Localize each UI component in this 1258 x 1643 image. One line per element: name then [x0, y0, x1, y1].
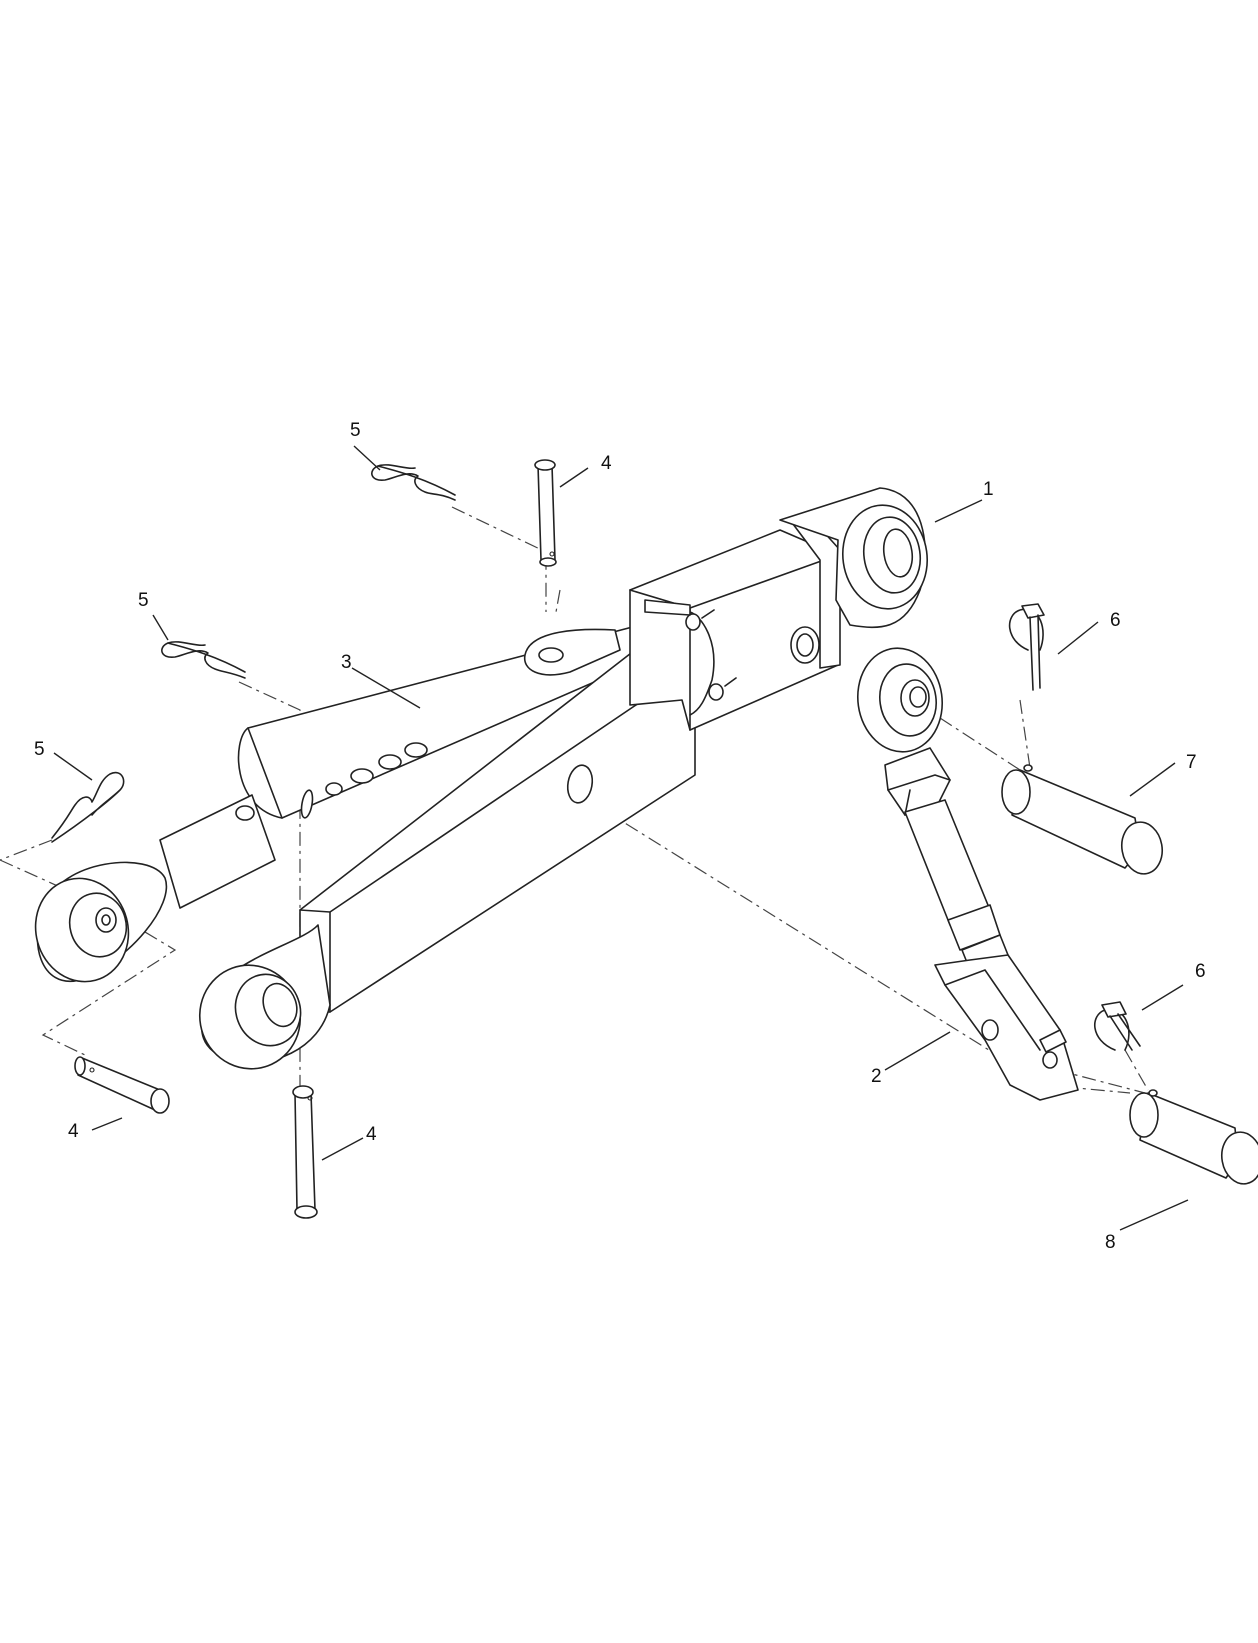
part-4-pin-bottom: [292, 1085, 318, 1219]
part-4-pin-top: [534, 459, 557, 567]
callout-labels: 1 2 3 4 4 4 5 5 5 6 6 7 8: [34, 420, 1206, 1253]
part-2-turnbuckle: [856, 647, 1079, 1101]
callout-7: 7: [1186, 752, 1197, 773]
callout-1: 1: [983, 479, 994, 500]
part-5-hairpin-middle: [161, 641, 246, 679]
callout-4-top: 4: [601, 453, 612, 474]
part-5-hairpin-left: [51, 771, 125, 843]
callout-5-middle: 5: [138, 590, 149, 611]
part-6-lynch-pin-a: [1008, 603, 1045, 691]
callout-3: 3: [341, 652, 352, 673]
leader-lines: [53, 445, 1189, 1231]
part-8-pin: [1129, 1089, 1258, 1185]
callout-6-bottom: 6: [1195, 961, 1206, 982]
part-1-head-bracket: [629, 487, 929, 731]
part-3-square-tube: [198, 628, 696, 1070]
part-6-lynch-pin-b: [1093, 1001, 1141, 1051]
callout-4-left: 4: [68, 1121, 79, 1142]
callout-4-bottom: 4: [366, 1124, 377, 1145]
callout-5-left: 5: [34, 739, 45, 760]
callout-8: 8: [1105, 1232, 1116, 1253]
callout-2: 2: [871, 1066, 882, 1087]
part-7-pin: [1001, 764, 1164, 875]
part-5-hairpin-top: [371, 464, 456, 501]
callout-5-top: 5: [350, 420, 361, 441]
part-4-pin-left: [74, 1056, 170, 1114]
callout-6-top: 6: [1110, 610, 1121, 631]
